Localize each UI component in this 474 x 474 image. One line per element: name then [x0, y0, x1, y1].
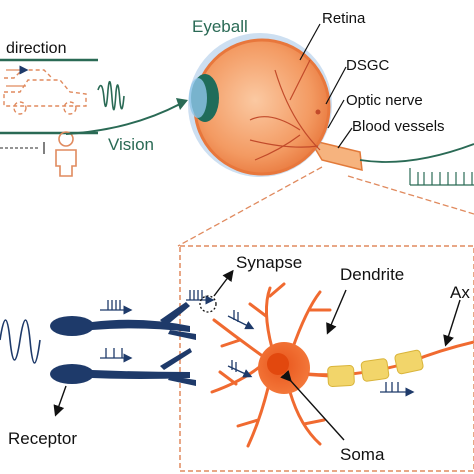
direction-label: direction — [6, 40, 66, 57]
stimulus-wave — [0, 319, 41, 364]
zoom-box — [179, 245, 474, 472]
axon-spike-marks — [227, 310, 415, 397]
axon-label: Ax — [450, 283, 470, 302]
zoom-line-left — [177, 166, 323, 247]
retina-label: Retina — [322, 10, 366, 27]
dsgc-label: DSGC — [346, 57, 390, 74]
synapse-label: Synapse — [236, 253, 302, 272]
blood-vessels-drawing — [249, 59, 321, 161]
eyeball-label: Eyeball — [192, 17, 248, 36]
receptors — [50, 302, 196, 386]
receptor-label: Receptor — [8, 429, 77, 448]
direction-panel: direction — [0, 40, 98, 177]
blood-vessels-label: Blood vessels — [352, 118, 445, 135]
moving-car-icon — [3, 69, 87, 115]
light-wave — [97, 80, 125, 111]
vision-label: Vision — [108, 135, 154, 154]
receptor-spike-marks — [100, 290, 215, 363]
myelin-sheaths — [327, 349, 424, 387]
optic-nerve-label: Optic nerve — [346, 92, 423, 109]
nerve-output-line — [359, 143, 474, 163]
person-icon — [55, 131, 77, 177]
optic-nerve-stalk — [308, 138, 363, 171]
nucleus — [267, 353, 289, 375]
vision-arrow — [65, 103, 181, 135]
soma-label: Soma — [340, 445, 385, 464]
dendrite-label: Dendrite — [340, 265, 404, 284]
spike-train-top — [409, 168, 474, 186]
zoom-line-right — [347, 175, 474, 215]
motion-arrows — [6, 65, 29, 87]
synapse-marker — [199, 295, 217, 313]
eyeball — [188, 33, 363, 177]
